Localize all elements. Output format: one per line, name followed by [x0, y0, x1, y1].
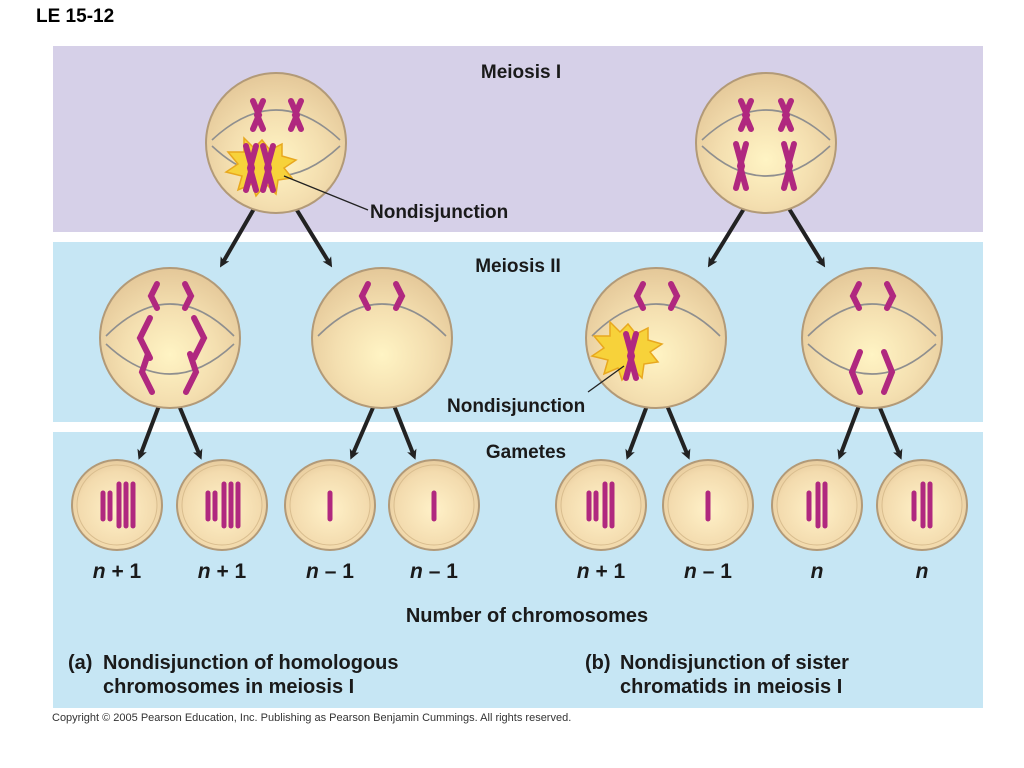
chromosome [733, 98, 797, 191]
gamete-count-label: n – 1 [306, 560, 354, 583]
arrow [176, 402, 203, 460]
axis-caption: Number of chromosomes [406, 605, 648, 627]
gamete-count-label: n + 1 [577, 560, 626, 583]
gamete-count-label: n [916, 560, 929, 583]
arrow [837, 402, 862, 460]
caption-a-line1: Nondisjunction of homologous [103, 652, 399, 674]
figure-label: LE 15-12 [36, 6, 115, 27]
caption-b: (b) Nondisjunction of sister chromatids i… [585, 651, 849, 699]
chromosome [633, 281, 681, 311]
chromosome [806, 481, 828, 529]
arrow [707, 205, 747, 268]
arrow [786, 205, 826, 268]
nondisjunction-label-b: Nondisjunction [447, 396, 585, 417]
arrow [349, 402, 377, 460]
meiosis1-cell-a [205, 72, 347, 214]
nondisjunction-pointer-b [587, 365, 625, 393]
arrow [137, 402, 162, 460]
arrow [391, 402, 417, 460]
arrow [876, 402, 903, 460]
arrow [664, 402, 691, 460]
gamete-count-label: n + 1 [93, 560, 142, 583]
arrow [293, 205, 333, 268]
arrow [625, 402, 650, 460]
nondisjunction-burst [224, 136, 298, 198]
arrows [137, 205, 903, 460]
gamete-1 [71, 459, 163, 551]
meiosis1-cell-b [695, 72, 837, 214]
meiosis2-cell-a1 [99, 267, 241, 409]
caption-b-letter: (b) [585, 652, 611, 674]
chromosome [848, 281, 897, 395]
gamete-count-label: n [811, 560, 824, 583]
gamete-count-label: n + 1 [198, 560, 247, 583]
caption-a-line2: chromosomes in meiosis I [103, 676, 355, 698]
chromosome [243, 143, 276, 193]
chromosome [136, 281, 208, 395]
gamete-count-labels: n + 1 n + 1 n – 1 n – 1 n + 1 n – 1 n n [93, 560, 929, 583]
gamete-7 [771, 459, 863, 551]
meiosis2-cell-b2 [801, 267, 943, 409]
chromosome [623, 331, 639, 381]
nondisjunction-pointer-a [283, 175, 369, 211]
gamete-4 [388, 459, 480, 551]
gamete-count-label: n – 1 [684, 560, 732, 583]
chromosome [100, 481, 136, 529]
stage-title-meiosis1: Meiosis I [481, 62, 561, 83]
chromosome [586, 481, 615, 529]
gamete-2 [176, 459, 268, 551]
caption-b-line1: Nondisjunction of sister [620, 652, 849, 674]
chromosome [358, 281, 406, 311]
nondisjunction-burst [590, 320, 664, 382]
chromosome [911, 481, 933, 529]
chromosome [250, 98, 304, 132]
gamete-8 [876, 459, 968, 551]
chromosome [205, 481, 241, 529]
nondisjunction-label-a: Nondisjunction [370, 202, 508, 223]
gamete-count-label: n – 1 [410, 560, 458, 583]
meiosis2-cell-b1 [585, 267, 727, 409]
gamete-3 [284, 459, 376, 551]
arrow [219, 205, 257, 268]
caption-b-line2: chromatids in meiosis I [620, 676, 843, 698]
gamete-5 [555, 459, 647, 551]
gamete-6 [662, 459, 754, 551]
stage-title-meiosis2: Meiosis II [475, 256, 561, 277]
caption-a: (a) Nondisjunction of homologous chromoso… [68, 651, 399, 699]
caption-a-letter: (a) [68, 652, 93, 674]
stage-title-gametes: Gametes [486, 442, 566, 463]
gamete-cells [71, 459, 968, 551]
meiosis2-cell-a2 [311, 267, 453, 409]
copyright-notice: Copyright © 2005 Pearson Education, Inc.… [52, 712, 572, 724]
